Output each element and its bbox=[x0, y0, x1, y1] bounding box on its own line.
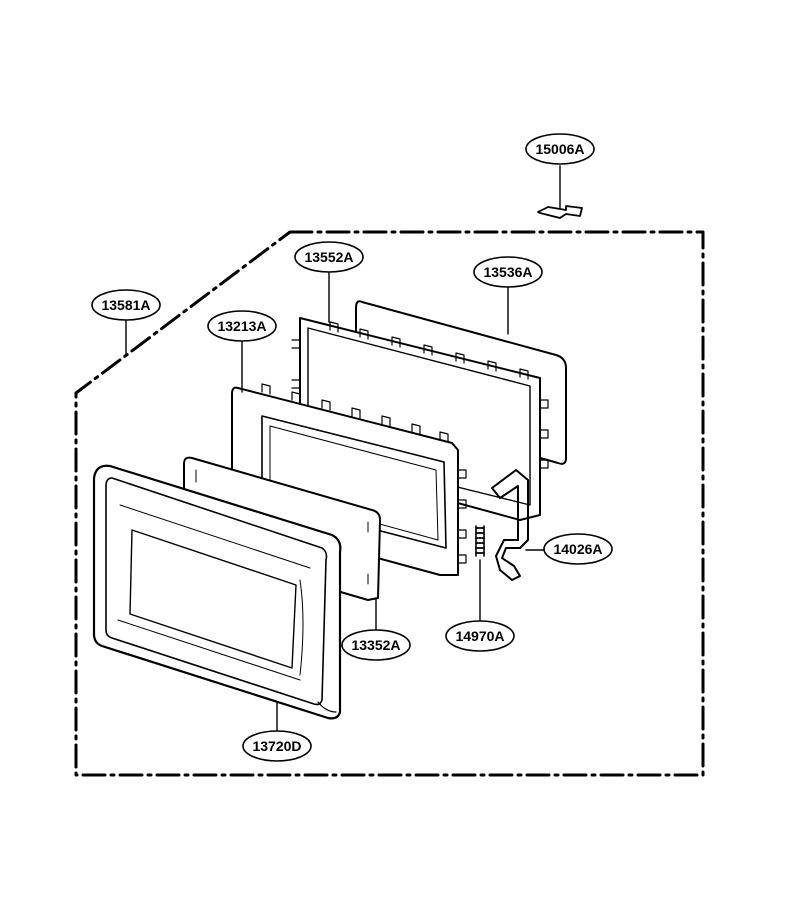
spring-14970A bbox=[475, 525, 485, 621]
label-14970A-text: 14970A bbox=[455, 628, 504, 644]
label-13581A: 13581A bbox=[91, 289, 161, 321]
label-15006A: 15006A bbox=[525, 133, 595, 165]
label-13352A-text: 13352A bbox=[351, 637, 400, 653]
label-15006A-text: 15006A bbox=[535, 141, 584, 157]
label-14970A: 14970A bbox=[445, 620, 515, 652]
assembly-boundary bbox=[74, 230, 705, 777]
label-13213A-text: 13213A bbox=[217, 318, 266, 334]
label-13536A: 13536A bbox=[473, 256, 543, 288]
label-13720D: 13720D bbox=[242, 730, 312, 762]
label-14026A-text: 14026A bbox=[553, 541, 602, 557]
latch-hook-14026A bbox=[491, 469, 545, 581]
label-13552A: 13552A bbox=[294, 241, 364, 273]
label-14026A: 14026A bbox=[543, 533, 613, 565]
label-13352A: 13352A bbox=[341, 629, 411, 661]
label-13720D-text: 13720D bbox=[252, 738, 301, 754]
bracket-15006A bbox=[537, 165, 583, 219]
label-13213A: 13213A bbox=[207, 310, 277, 342]
door-front-13720D bbox=[92, 464, 342, 735]
label-13536A-text: 13536A bbox=[483, 264, 532, 280]
label-13581A-text: 13581A bbox=[101, 297, 150, 313]
label-13552A-text: 13552A bbox=[304, 249, 353, 265]
